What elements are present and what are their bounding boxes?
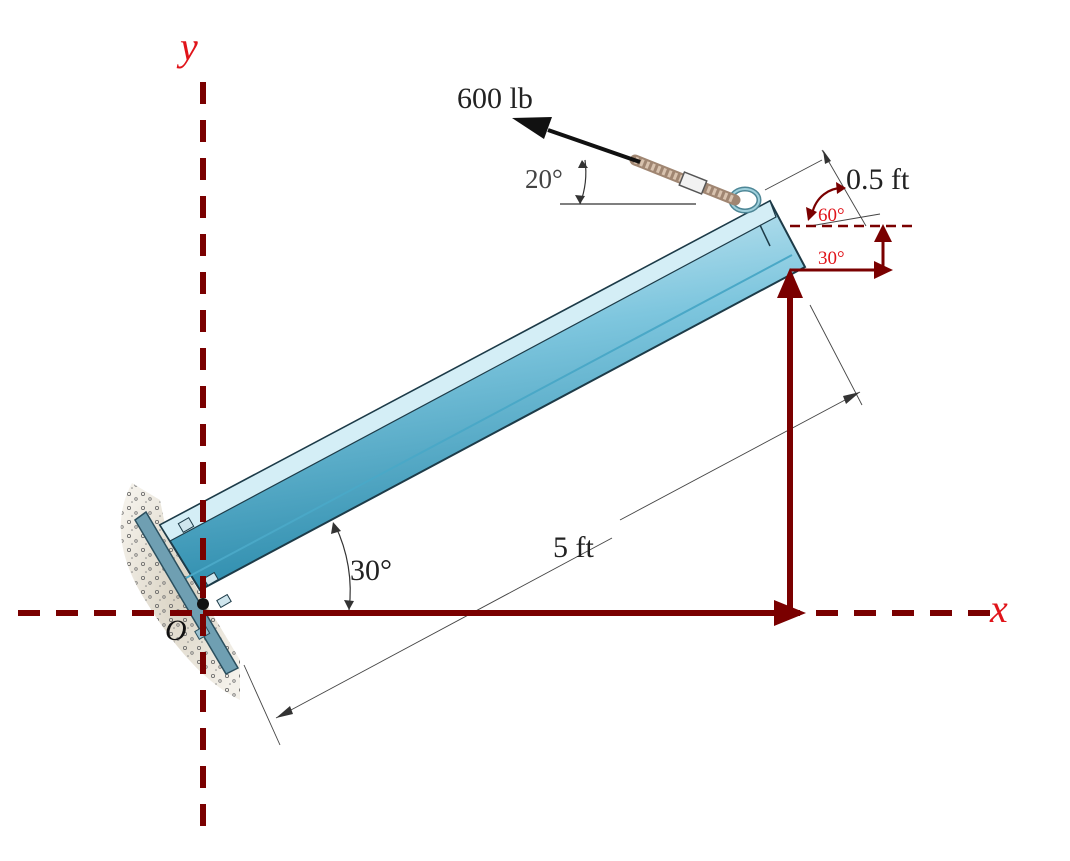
force-label: 600 lb — [457, 82, 533, 115]
length-label: 5 ft — [553, 531, 594, 564]
angle-30-label: 30° — [818, 248, 845, 269]
beam-angle-label: 30° — [350, 554, 392, 587]
cable-angle-label: 20° — [525, 164, 563, 194]
x-axis-label: x — [989, 586, 1008, 631]
angle-60-label: 60° — [818, 205, 845, 226]
cable — [629, 154, 741, 206]
beam-angle-marker — [331, 522, 354, 611]
y-axis-label: y — [176, 24, 198, 69]
offset-angle-annotation — [790, 182, 912, 279]
force-arrow — [512, 117, 641, 164]
cable-angle-marker — [560, 159, 696, 205]
beam — [158, 199, 807, 609]
length-dimension — [243, 304, 863, 746]
origin-point — [197, 598, 209, 610]
vertical-component — [777, 268, 803, 613]
horizontal-component — [203, 600, 806, 626]
offset-label: 0.5 ft — [846, 163, 910, 196]
origin-label: O — [165, 614, 187, 647]
wall-support — [120, 483, 240, 700]
